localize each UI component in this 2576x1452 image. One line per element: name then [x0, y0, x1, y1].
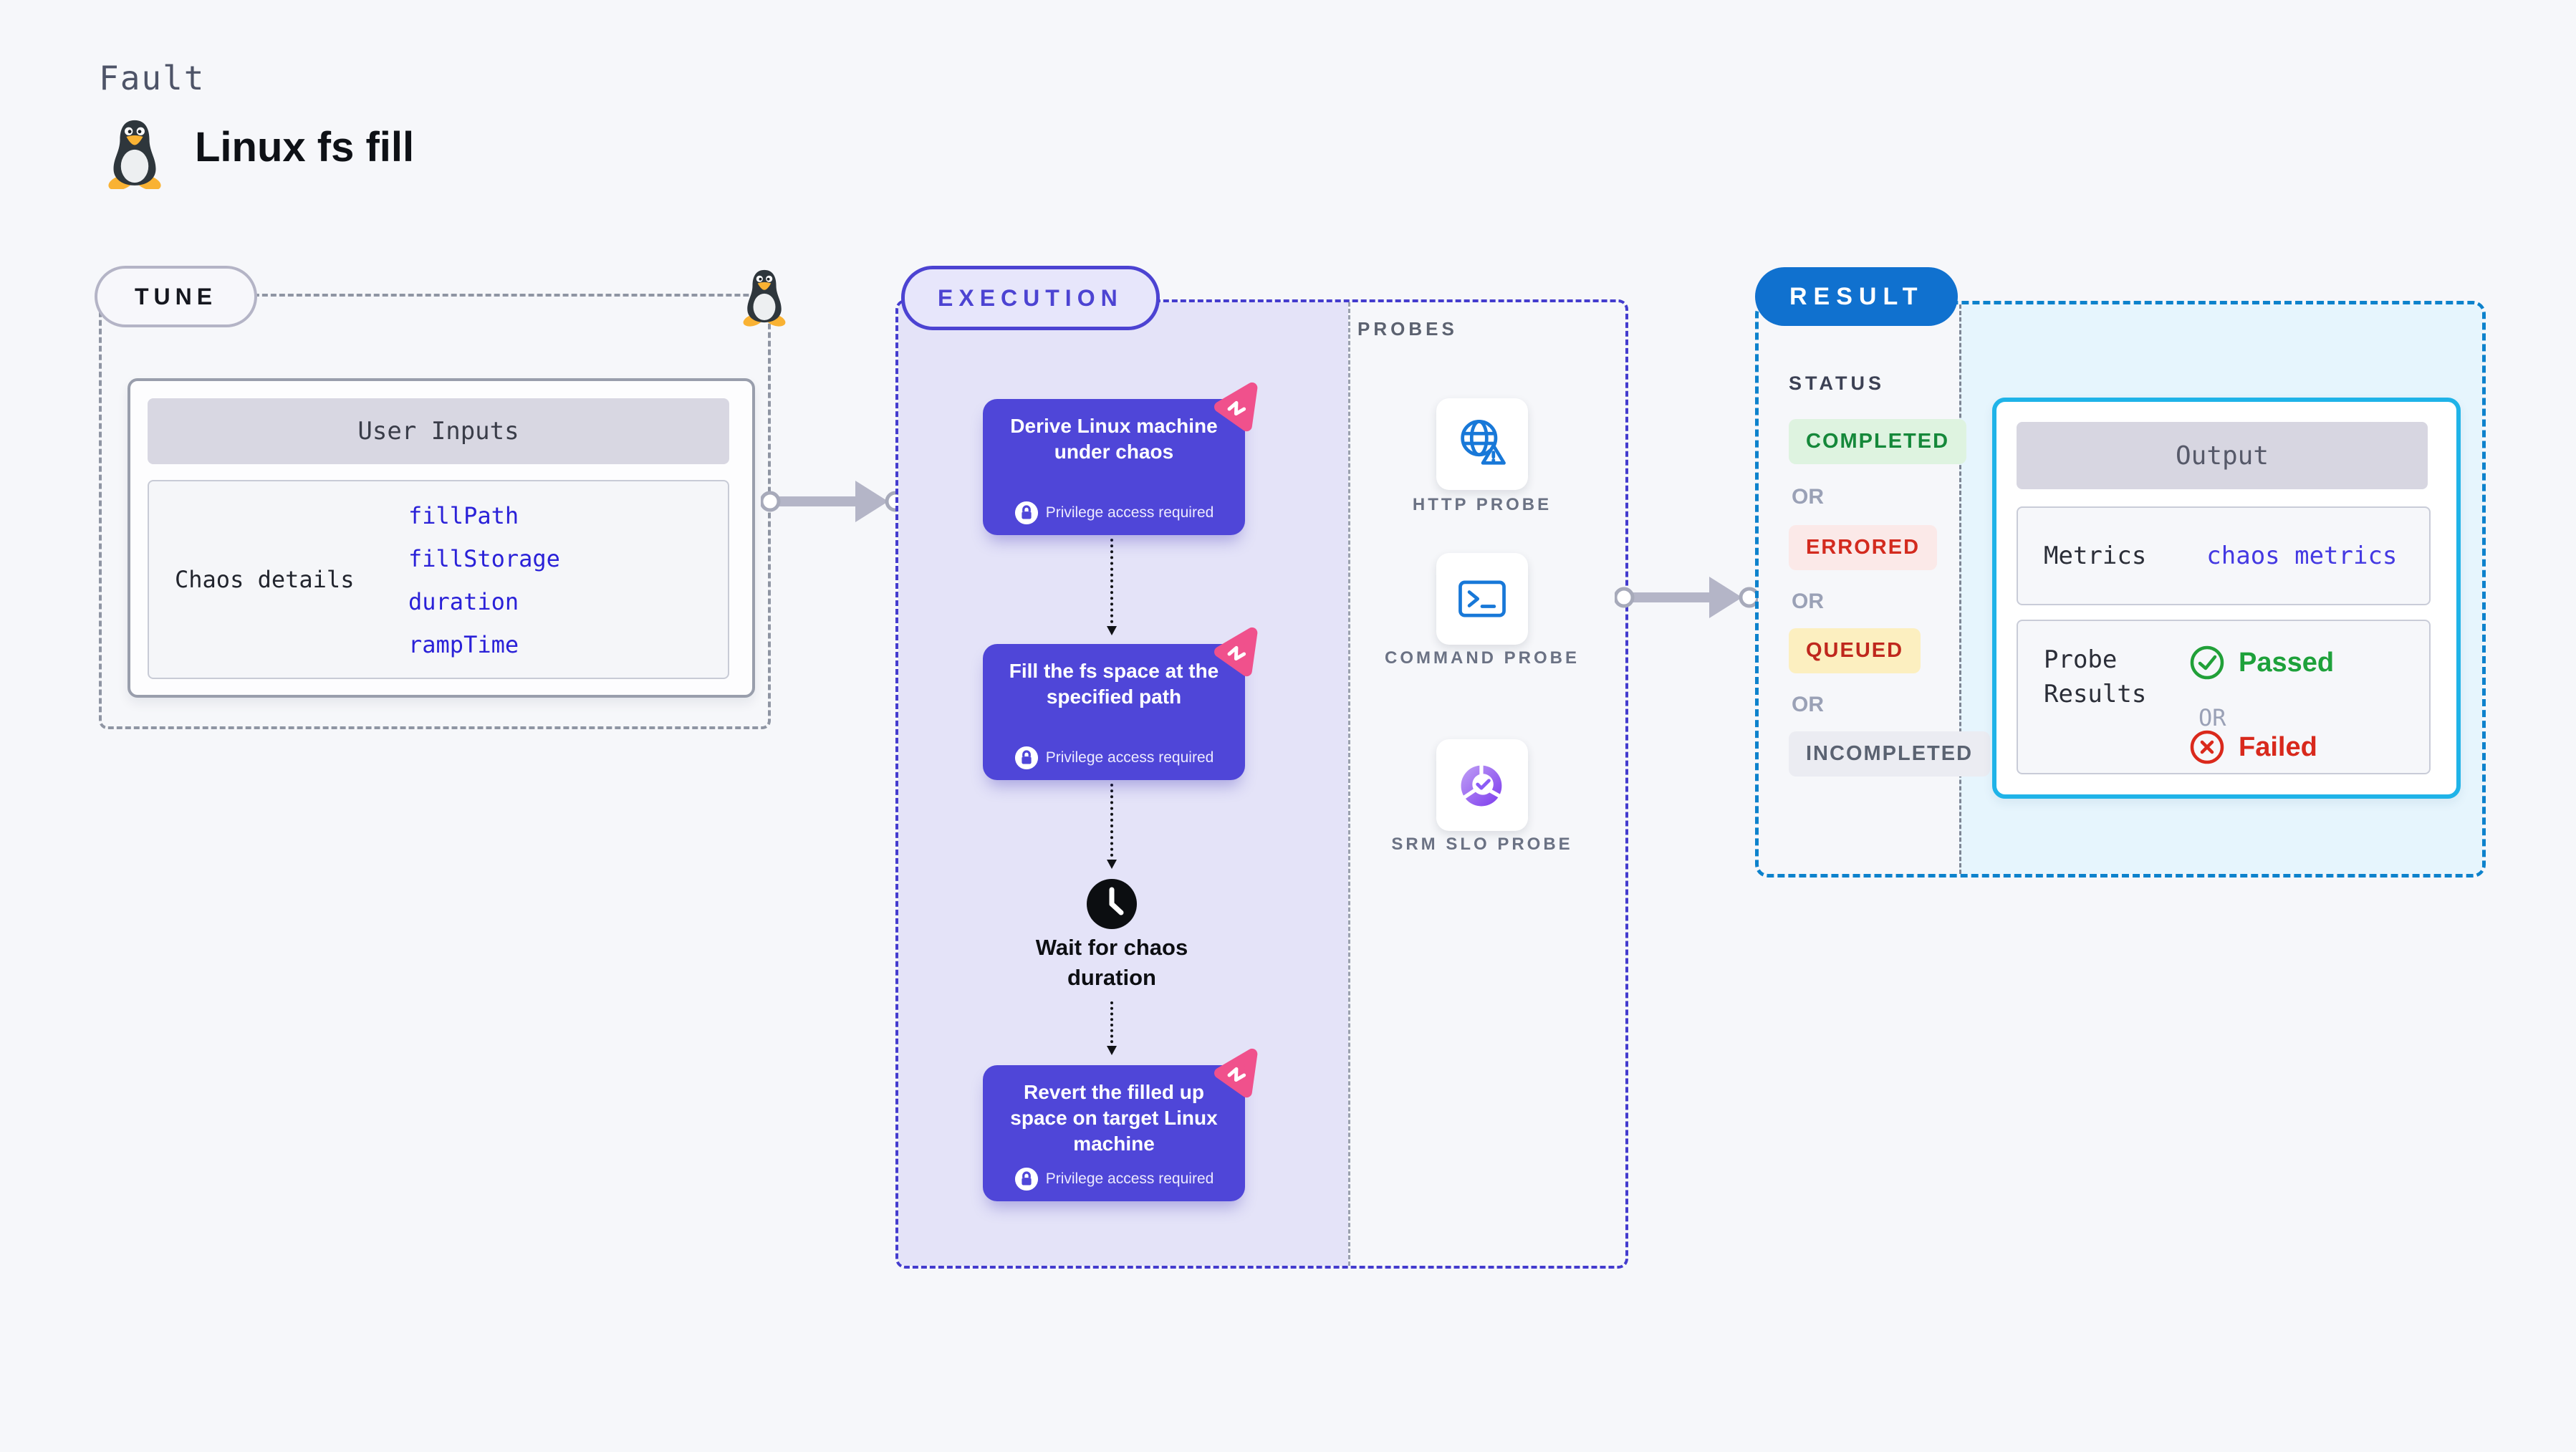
flow-arrow: [1615, 577, 1758, 618]
linux-penguin-icon: [105, 117, 165, 189]
privilege-note-label: Privilege access required: [1045, 749, 1214, 766]
status-badge-queued: QUEUED: [1789, 628, 1921, 673]
chaos-details-label: Chaos details: [175, 566, 355, 593]
output-card: Output Metrics chaos metrics Probe Resul…: [1992, 398, 2461, 799]
user-input-list: fillPath fillStorage duration rampTime: [408, 504, 560, 656]
srm-slo-probe-label: SRM SLO PROBE: [1391, 835, 1573, 854]
step-title: Fill the fs space at the specified path: [1009, 660, 1219, 708]
chaos-icon: [1206, 624, 1268, 686]
flow-connector: [1107, 1001, 1117, 1055]
status-heading: STATUS: [1789, 372, 1885, 394]
page-title: Linux fs fill: [195, 124, 415, 170]
passed-label: Passed: [2239, 647, 2335, 678]
flow-connector: [1107, 539, 1117, 635]
result-section: STATUS COMPLETED OR ERRORED OR QUEUED OR…: [1755, 301, 2486, 878]
lock-icon: [1014, 1167, 1039, 1191]
privilege-note: Privilege access required: [983, 1167, 1245, 1191]
lock-icon: [1014, 746, 1039, 770]
globe-alert-icon: [1461, 420, 1506, 465]
wait-duration-label: Wait for chaos duration: [1035, 935, 1188, 990]
metrics-label: Metrics: [2044, 542, 2147, 570]
http-probe-card: [1436, 398, 1528, 490]
input-duration-link[interactable]: duration: [408, 588, 519, 615]
command-probe-label: COMMAND PROBE: [1385, 648, 1580, 668]
linux-penguin-icon: [741, 266, 788, 327]
input-fillstorage-link[interactable]: fillStorage: [408, 545, 560, 572]
privilege-note: Privilege access required: [983, 501, 1245, 525]
step-derive-machine: Derive Linux machine under chaos Privile…: [983, 399, 1245, 535]
privilege-note-label: Privilege access required: [1045, 1170, 1214, 1187]
step-fill-fs-space: Fill the fs space at the specified path …: [983, 644, 1245, 780]
flow-connector: [1107, 784, 1117, 869]
chaos-icon: [1206, 1045, 1268, 1107]
tune-badge: TUNE: [95, 266, 258, 327]
status-or: OR: [1792, 485, 1824, 509]
terminal-icon: [1458, 580, 1506, 617]
input-ramptime-link[interactable]: rampTime: [408, 631, 519, 658]
x-circle-icon: [2190, 730, 2224, 764]
execution-badge: EXECUTION: [901, 266, 1160, 330]
result-badge: RESULT: [1755, 267, 1959, 326]
probe-or: OR: [2198, 704, 2226, 731]
failed-label: Failed: [2239, 731, 2317, 762]
step-title: Revert the filled up space on target Lin…: [1010, 1081, 1218, 1155]
user-inputs-card: User Inputs Chaos details fillPath fillS…: [128, 378, 755, 698]
probe-failed: Failed: [2188, 729, 2317, 766]
status-badge-incompleted: INCOMPLETED: [1789, 731, 1991, 777]
srm-slo-probe-card: [1436, 739, 1528, 831]
status-or: OR: [1792, 693, 1824, 716]
check-circle-icon: [2190, 645, 2224, 680]
clock-icon: [1087, 879, 1137, 929]
flow-arrow: [761, 481, 904, 522]
page-kicker: Fault: [99, 59, 206, 97]
probe-results-row: Probe Results Passed OR Failed: [2017, 620, 2431, 774]
step-revert-space: Revert the filled up space on target Lin…: [983, 1065, 1245, 1201]
chaos-metrics-link[interactable]: chaos metrics: [2206, 542, 2398, 570]
status-badge-completed: COMPLETED: [1789, 419, 1967, 464]
privilege-note-label: Privilege access required: [1045, 504, 1214, 521]
probe-results-label: Probe Results: [2044, 645, 2147, 708]
probe-passed: Passed: [2188, 644, 2334, 681]
metrics-row: Metrics chaos metrics: [2017, 506, 2431, 605]
http-probe-label: HTTP PROBE: [1412, 495, 1552, 514]
user-inputs-body: Chaos details fillPath fillStorage durat…: [148, 480, 729, 679]
chaos-icon: [1206, 379, 1268, 441]
status-or: OR: [1792, 590, 1824, 613]
slo-donut-icon: [1461, 764, 1502, 807]
probes-divider: [1348, 302, 1350, 1266]
input-fillpath-link[interactable]: fillPath: [408, 502, 519, 529]
probes-heading: PROBES: [1357, 318, 1458, 340]
result-divider: [1959, 304, 1961, 874]
privilege-note: Privilege access required: [983, 746, 1245, 770]
user-inputs-header: User Inputs: [148, 398, 729, 464]
lock-icon: [1014, 501, 1039, 525]
output-header: Output: [2017, 422, 2428, 489]
command-probe-card: [1436, 553, 1528, 645]
status-badge-errored: ERRORED: [1789, 525, 1938, 570]
step-title: Derive Linux machine under chaos: [1010, 415, 1218, 463]
